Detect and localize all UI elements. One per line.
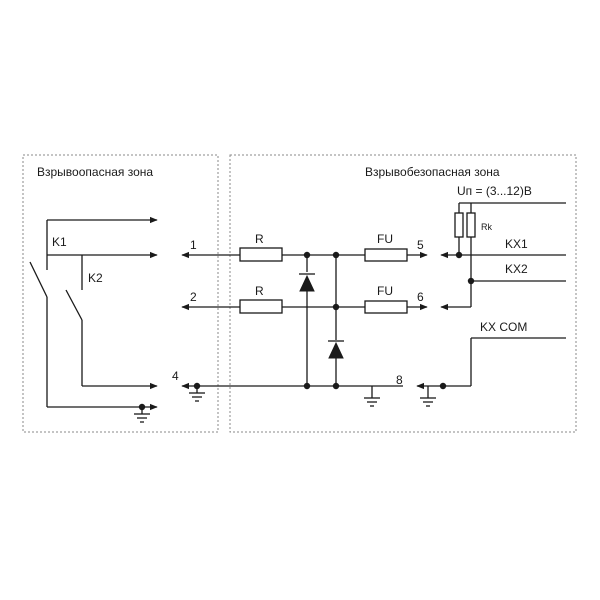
k1-label: K1 <box>52 235 67 249</box>
k1-switch <box>29 261 48 298</box>
fuse-fu-top-label: FU <box>377 232 393 246</box>
resistor-r-top-label: R <box>255 232 264 246</box>
hazardous-zone-label: Взрывоопасная зона <box>37 165 153 179</box>
k2-switch <box>65 289 83 321</box>
diode-2 <box>328 341 344 359</box>
resistor-r-bottom-label: R <box>255 284 264 298</box>
diode-1 <box>299 274 315 292</box>
terminal-8-label: 8 <box>396 373 403 387</box>
kx2-label: KX2 <box>505 262 528 276</box>
line-1: 1 R FU 5 <box>181 232 428 262</box>
contacts-group: K1 K2 <box>29 216 158 423</box>
hazardous-zone-box <box>22 154 219 433</box>
k2-label: K2 <box>88 271 103 285</box>
rk-label: Rk <box>481 222 492 232</box>
resistor-r-top <box>239 247 283 262</box>
terminal-2-label: 2 <box>190 290 197 304</box>
safe-zone-label: Взрывобезопасная зона <box>365 165 500 179</box>
fuse-fu-bottom-label: FU <box>377 284 393 298</box>
diode-branches <box>299 251 344 386</box>
line-2: 2 R FU 6 <box>181 284 428 314</box>
terminal-6-label: 6 <box>417 290 424 304</box>
terminal-4-label: 4 <box>172 369 179 383</box>
terminal-1-label: 1 <box>190 238 197 252</box>
resistor-r-bottom <box>239 299 283 314</box>
resistor-rk-2 <box>466 212 476 238</box>
fuse-fu-bottom <box>364 300 408 314</box>
common-line: 4 8 <box>172 369 403 407</box>
supply-label: Uп = (3...12)В <box>457 184 532 198</box>
resistor-rk-1 <box>454 212 464 238</box>
terminal-5-label: 5 <box>417 238 424 252</box>
kxcom-label: KX COM <box>480 320 527 334</box>
safe-zone-box <box>229 154 577 433</box>
output-side: Uп = (3...12)В Rk KX1 KX2 KX COM <box>416 184 566 407</box>
fuse-fu-top <box>364 248 408 262</box>
kx1-label: KX1 <box>505 237 528 251</box>
